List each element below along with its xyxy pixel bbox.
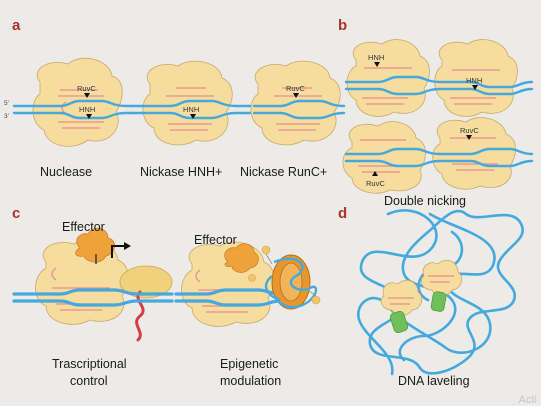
fluorescent-protein-shape: [389, 310, 409, 334]
transcription-start-arrow-icon: [111, 245, 124, 258]
dna-top-strand: [344, 147, 534, 156]
hnh-label: HNH: [466, 76, 482, 85]
guide-rna: [274, 87, 322, 131]
guide-rna: [362, 67, 500, 105]
transcript-rna: [135, 290, 145, 342]
dna-bottom-strand: [12, 299, 174, 307]
ruvc-label: RuvC: [77, 84, 96, 93]
panel-d-letter: d: [338, 205, 347, 222]
caption-transcriptional-line1: Trascriptional: [52, 357, 127, 371]
dcas9-protein-shape: [420, 259, 463, 296]
caption-nuclease: Nuclease: [40, 165, 92, 179]
panel-a: a 5' 3' RuvC HNH Nuclease HNH Nickase HN…: [4, 17, 346, 179]
cut-site-arrow-icon: [84, 93, 90, 98]
dna-top-strand: [12, 99, 134, 108]
dna-top-strand: [12, 288, 174, 296]
guide-rna: [58, 89, 104, 129]
panel-c: c Effector Trascriptional control Effect…: [12, 205, 321, 388]
effector-label-left: Effector: [62, 220, 105, 234]
cut-site-arrow-icon: [293, 93, 299, 98]
dna-top-strand: [344, 75, 534, 89]
caption-epigenetic-line2: modulation: [220, 374, 281, 388]
ruvc-label: RuvC: [366, 179, 385, 188]
cut-site-arrow-icon: [466, 135, 472, 140]
histone-tail: [265, 253, 317, 297]
caption-nickase-hnh: Nickase HNH+: [140, 165, 222, 179]
dna-top-strand: [252, 99, 346, 108]
guide-rna: [51, 267, 110, 311]
cas9-nickase-hnh-figure: HNH Nickase HNH+: [130, 60, 256, 179]
modification-dot: [248, 274, 256, 282]
dna-bottom-strand: [12, 111, 134, 120]
dna-top-strand: [130, 99, 256, 108]
dna-bottom-strand: [252, 111, 346, 120]
dna-wrap: [264, 257, 318, 309]
hnh-label: HNH: [183, 105, 199, 114]
strand-5-prime: 5': [4, 100, 9, 107]
cas9-nickase-ruvc-figure: RuvC Nickase RunC+: [240, 60, 346, 179]
dna-bottom-strand: [344, 159, 534, 168]
arrow-head-icon: [124, 242, 131, 250]
guide-rna: [358, 137, 498, 173]
panel-a-letter: a: [12, 17, 21, 34]
panel-b: b HNH HNH RuvC RuvC Double nicking: [338, 17, 534, 208]
cas9-protein-shape: [346, 39, 430, 117]
cut-site-arrow-icon: [86, 114, 92, 119]
histone-tail-mark: [311, 295, 321, 305]
watermark-text: Acti: [518, 394, 537, 406]
fluorescent-protein-shape: [430, 291, 447, 312]
dna-bottom-strand: [174, 299, 298, 307]
dna-bottom-strand: [130, 111, 256, 120]
effector-label-right: Effector: [194, 233, 237, 247]
guide-rna: [388, 297, 414, 305]
caption-transcriptional-line2: control: [70, 374, 108, 388]
cas9-protein-shape: [35, 239, 129, 325]
hnh-label: HNH: [368, 53, 384, 62]
strand-3-prime: 3': [4, 113, 9, 120]
caption-dna-labeling: DNA laveling: [398, 374, 470, 388]
ruvc-label: RuvC: [460, 126, 479, 135]
panel-b-letter: b: [338, 17, 347, 34]
guide-rna: [166, 87, 214, 131]
cut-site-arrow-icon: [472, 85, 478, 90]
ruvc-label: RuvC: [286, 84, 305, 93]
panel-d: d DNA laveling: [338, 205, 524, 388]
cut-site-arrow-icon: [374, 62, 380, 67]
effector-domain-shape: [224, 243, 259, 273]
cut-site-arrow-icon: [372, 171, 378, 176]
caption-double-nicking: Double nicking: [384, 194, 466, 208]
cut-site-arrow-icon: [190, 114, 196, 119]
panel-c-letter: c: [12, 205, 20, 222]
rna-polymerase-shape: [119, 265, 173, 299]
dna-bottom-strand: [344, 87, 534, 96]
guide-rna: [428, 275, 454, 283]
cas9-nuclease-figure: 5' 3' RuvC HNH Nuclease: [4, 57, 134, 179]
histone-tail-mark: [261, 245, 271, 255]
caption-nickase-ruvc: Nickase RunC+: [240, 165, 327, 179]
hnh-label: HNH: [79, 105, 95, 114]
caption-epigenetic-line1: Epigenetic: [220, 357, 278, 371]
